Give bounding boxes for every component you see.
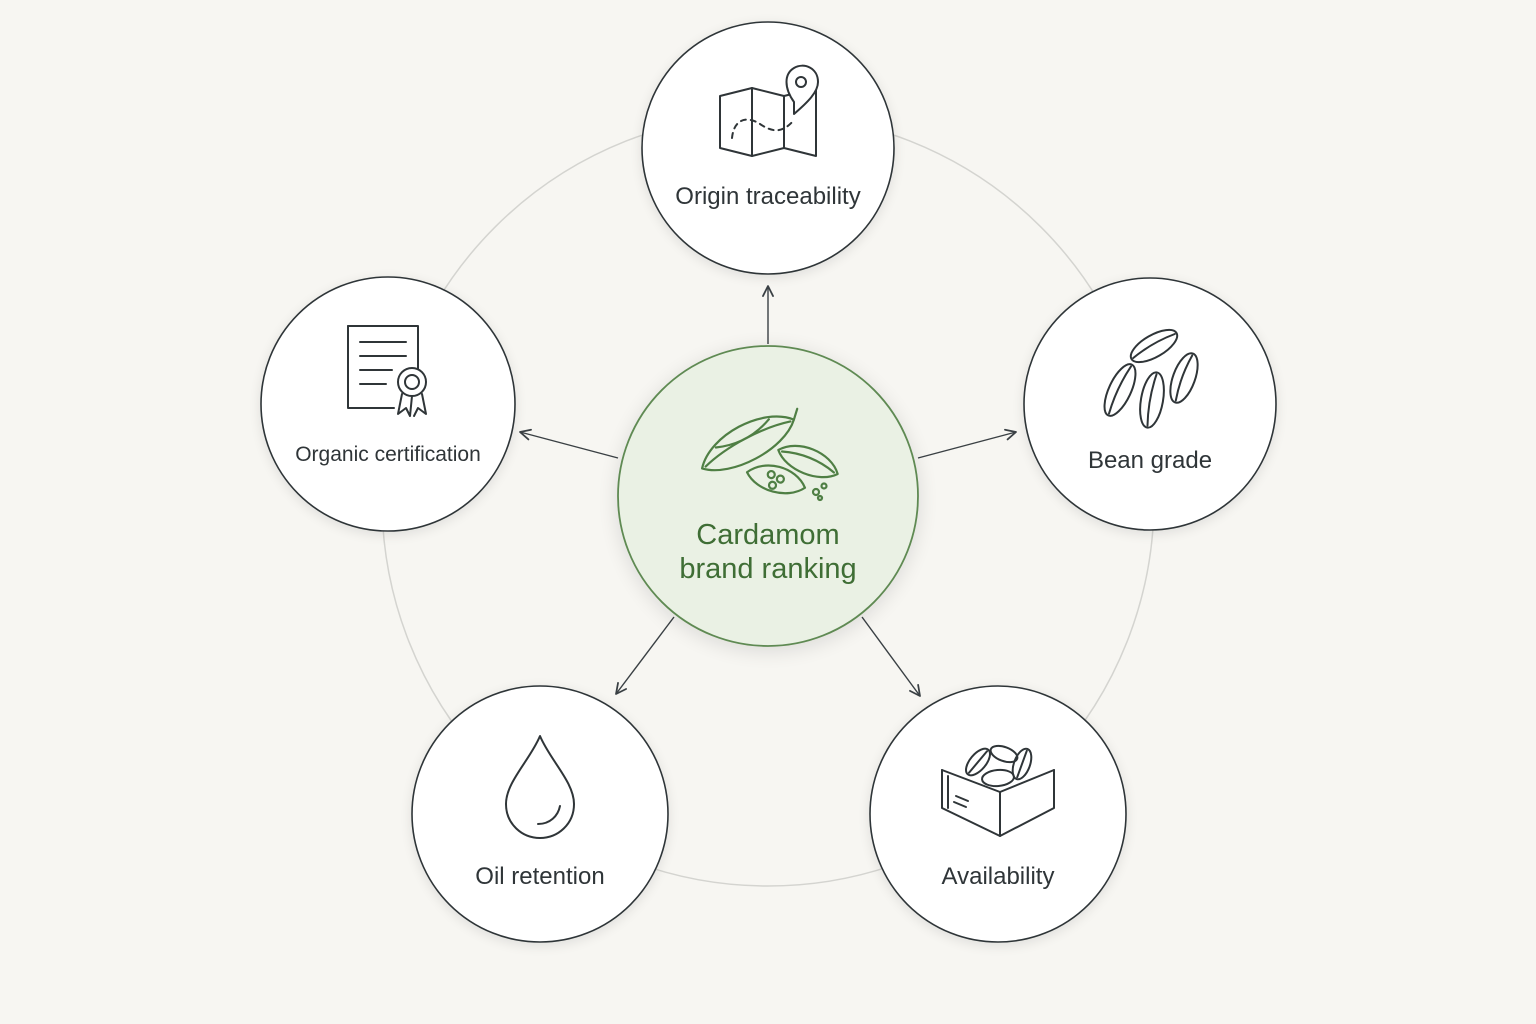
certificate-icon	[347, 325, 427, 417]
connector-arrows	[519, 285, 1017, 697]
factor-label: Oil retention	[475, 863, 604, 890]
factor-node-origin-traceability[interactable]: Origin traceability	[641, 21, 895, 275]
factor-node-availability[interactable]: Availability	[869, 685, 1127, 943]
center-node[interactable]: Cardamom brand ranking	[617, 345, 919, 647]
arrow-organic	[519, 428, 619, 459]
factor-label: Organic certification	[295, 443, 481, 466]
factor-node-oil-retention[interactable]: Oil retention	[411, 685, 669, 943]
arrow-bean-grade	[917, 428, 1017, 459]
cardamom-beans-icon	[1103, 328, 1199, 429]
center-label-line2: brand ranking	[679, 553, 856, 585]
factor-node-organic-certification[interactable]: Organic certification	[260, 276, 516, 532]
arrow-availability	[861, 616, 921, 697]
factor-label: Bean grade	[1088, 447, 1212, 474]
oil-drop-icon	[505, 735, 575, 839]
cardamom-pods-icon	[700, 407, 839, 502]
factor-node-bean-grade[interactable]: Bean grade	[1023, 277, 1277, 531]
factor-label: Origin traceability	[675, 183, 860, 210]
map-pin-icon	[719, 64, 819, 157]
crate-icon	[941, 744, 1055, 837]
center-label-line1: Cardamom	[696, 519, 839, 551]
factor-label: Availability	[942, 863, 1055, 890]
arrow-oil-retention	[615, 616, 675, 695]
